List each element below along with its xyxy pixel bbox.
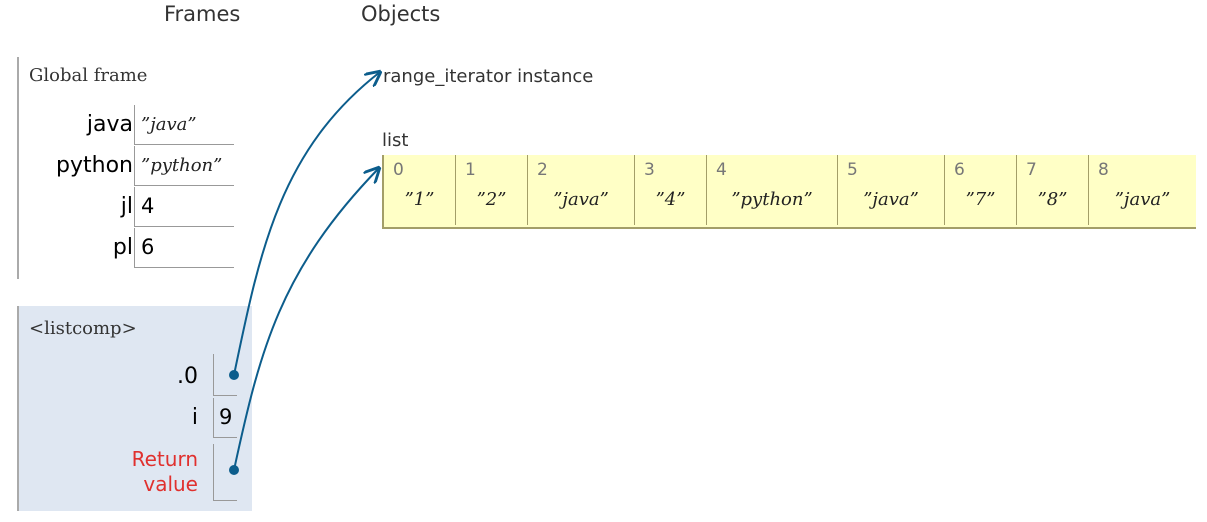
string-value: ”java” [141,114,197,135]
list-index: 5 [847,160,858,180]
listcomp-frame: <listcomp> .0 i 9 Return value [17,306,252,511]
range-iterator-object: range_iterator instance [383,66,594,87]
list-value: ”java” [1114,189,1171,210]
var-name: jl [120,194,133,219]
list-cell: 6 ”7” [945,155,1017,225]
var-value-box: 9 [213,398,237,438]
var-row-python: python ”python” [19,146,259,186]
list-cell: 5 ”java” [838,155,945,225]
var-name: python [56,153,133,178]
var-name: pl [112,235,133,260]
number-value: 4 [141,194,155,218]
number-value: 6 [141,235,155,259]
return-value-label: Return value [132,447,198,497]
list-cell: 2 ”java” [528,155,635,225]
list-cell: 3 ”4” [635,155,707,225]
return-label-line2: value [143,472,198,496]
list-value: ”java” [553,189,609,210]
list-type-label: list [382,130,409,151]
var-row-dot0: .0 [19,354,252,396]
list-index: 7 [1026,160,1037,180]
list-cell: 7 ”8” [1017,155,1089,225]
list-index: 1 [465,160,476,180]
list-value: ”8” [1037,189,1068,210]
list-index: 0 [393,160,404,180]
string-value: ”python” [141,155,223,176]
list-index: 6 [954,160,965,180]
var-row-pl: pl 6 [19,228,259,268]
global-frame-title: Global frame [29,65,148,86]
pointer-box [213,444,237,501]
objects-heading: Objects [361,2,441,26]
list-index: 8 [1098,160,1109,180]
listcomp-frame-title: <listcomp> [29,318,137,339]
var-name: .0 [177,364,198,389]
var-value-box: 6 [134,228,234,268]
list-value: ”4” [655,189,686,210]
list-index: 3 [644,160,655,180]
var-name: java [86,112,133,137]
var-value-box: ”java” [134,105,234,145]
list-cell: 0 ”1” [384,155,456,225]
list-value: ”1” [404,189,435,210]
var-value-box: ”python” [134,146,234,186]
list-value: ”java” [863,189,919,210]
var-row-jl: jl 4 [19,187,259,227]
list-index: 4 [716,160,727,180]
frames-heading: Frames [164,2,241,26]
var-row-java: java ”java” [19,105,259,145]
return-label-line1: Return [131,447,198,471]
list-value: ”python” [731,189,813,210]
list-cell: 4 ”python” [707,155,838,225]
var-row-i: i 9 [19,398,252,438]
pointer-box [213,354,237,396]
var-value-box: 4 [134,187,234,227]
list-cell: 1 ”2” [456,155,528,225]
list-object: 0 ”1” 1 ”2” 2 ”java” 3 ”4” 4 ”python” 5 … [382,155,1196,229]
list-index: 2 [537,160,548,180]
number-value: 9 [219,405,233,429]
return-value-row: Return value [19,444,252,501]
var-name: i [191,405,198,430]
list-value: ”2” [476,189,507,210]
list-cell: 8 ”java” [1089,155,1196,225]
global-frame: Global frame java ”java” python ”python”… [17,57,245,279]
list-value: ”7” [965,189,996,210]
